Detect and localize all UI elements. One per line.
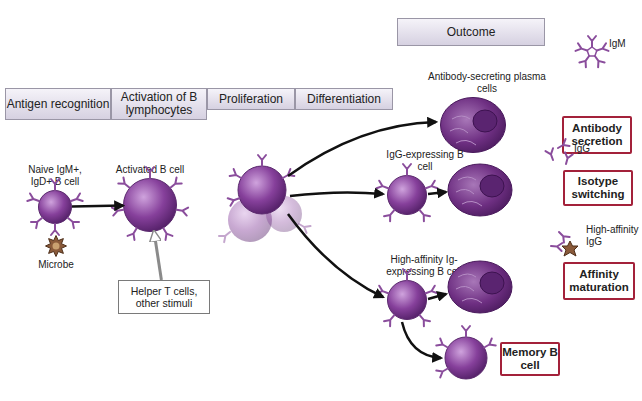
antibody — [551, 242, 563, 251]
plasma-er — [456, 274, 482, 303]
antibody-label: IgM — [609, 38, 639, 50]
antibody — [219, 229, 233, 242]
outcome-box: Antibody secretion — [562, 116, 632, 154]
plasma-nucleus — [480, 175, 504, 197]
cell-shape — [440, 97, 506, 153]
antibody — [592, 54, 605, 68]
b-cell: Activated B cell — [123, 178, 177, 232]
antibody — [576, 43, 589, 54]
antibody — [436, 339, 450, 351]
microbe: Microbe — [45, 235, 67, 257]
antibody — [436, 365, 450, 377]
plasma-body — [441, 98, 506, 153]
cell-shape — [38, 190, 72, 224]
outcome-box: Isotype switching — [563, 170, 633, 206]
memory-cell — [445, 337, 487, 379]
cell-body — [388, 176, 427, 215]
proliferating-cell — [228, 198, 272, 242]
cell-label: High-affinity Ig-expressing B cell — [385, 254, 463, 278]
antibody — [230, 169, 244, 181]
proliferating-cell — [238, 166, 286, 214]
cell-shape — [387, 175, 427, 215]
connector-arrow — [154, 232, 161, 280]
cell-shape — [387, 280, 427, 320]
antibody — [562, 152, 573, 165]
stimulus-box: Helper T cells, other stimuli — [118, 280, 210, 314]
antibody — [596, 43, 609, 54]
microbe-body — [46, 236, 67, 257]
plasma-er — [456, 177, 482, 206]
flow-arrow — [428, 294, 446, 299]
cell-label: Antibody-secreting plasma cells — [422, 71, 552, 95]
stage-band: Proliferation — [207, 88, 295, 110]
box-text: Differentiation — [307, 93, 381, 106]
antibody — [281, 169, 295, 181]
cell-shape — [123, 178, 177, 232]
cell-label: Naive IgM+, IgD+ B cell — [24, 164, 86, 188]
stage-band: Outcome — [397, 18, 545, 46]
outcome-box: Memory B cell — [500, 342, 560, 376]
plasma-er — [450, 116, 476, 145]
antibody — [176, 206, 188, 216]
plasma-cell: Antibody-secreting plasma cells — [440, 97, 506, 153]
proliferating-cell — [266, 196, 302, 232]
flow-arrow — [288, 214, 383, 297]
cell-body — [39, 191, 72, 224]
antibody — [258, 155, 266, 166]
box-text: Affinity maturation — [565, 268, 633, 294]
microbe-core — [53, 243, 60, 250]
cell-shape — [45, 235, 67, 257]
antibody — [27, 193, 40, 204]
antibody — [70, 193, 83, 204]
box-text: Activation of B lymphocytes — [112, 91, 206, 117]
antibody — [588, 36, 596, 47]
antibody — [297, 221, 311, 233]
antibody — [51, 224, 59, 235]
box-text: Isotype switching — [565, 175, 631, 201]
flow-arrow — [428, 192, 446, 194]
box-text: Antibody secretion — [564, 122, 630, 148]
antibody — [545, 148, 556, 161]
box-text: Memory B cell — [502, 346, 558, 372]
antibody — [403, 164, 411, 175]
box-text: Antigen recognition — [7, 98, 110, 111]
connector-arrow — [72, 206, 123, 207]
cell-label: IgG-expressing B cell — [385, 149, 465, 173]
plasma-cell — [448, 164, 512, 216]
flow-arrow — [402, 322, 441, 358]
antibody — [482, 339, 496, 351]
antibody — [579, 54, 592, 68]
b-cell: IgG-expressing B cell — [387, 175, 427, 215]
stage-band: Activation of B lymphocytes — [111, 88, 207, 120]
box-text: Helper T cells, other stimuli — [119, 285, 209, 309]
stage-band: Differentiation — [295, 88, 393, 110]
antibody — [556, 229, 569, 242]
igm-core — [587, 47, 597, 56]
microbe-symbol — [562, 241, 578, 256]
antibody-label: IgG — [574, 143, 604, 155]
cell-label: Activated B cell — [113, 164, 187, 176]
antibody — [112, 206, 124, 216]
cell-label: Microbe — [31, 259, 81, 271]
plasma-nucleus — [473, 110, 497, 132]
flow-arrow — [290, 192, 383, 196]
cell-body — [388, 281, 427, 320]
antibody — [462, 326, 470, 337]
plasma-nucleus — [480, 272, 504, 294]
box-text: Proliferation — [219, 93, 283, 106]
stage-band: Antigen recognition — [5, 88, 111, 120]
cell-body — [124, 179, 177, 232]
b-cell: High-affinity Ig-expressing B cell — [387, 280, 427, 320]
b-cell: Naive IgM+, IgD+ B cell — [38, 190, 72, 224]
box-text: Outcome — [447, 26, 496, 39]
antibody-label: High-affinity IgG — [586, 224, 642, 248]
antibody — [228, 194, 241, 205]
outcome-box: Affinity maturation — [563, 262, 635, 300]
